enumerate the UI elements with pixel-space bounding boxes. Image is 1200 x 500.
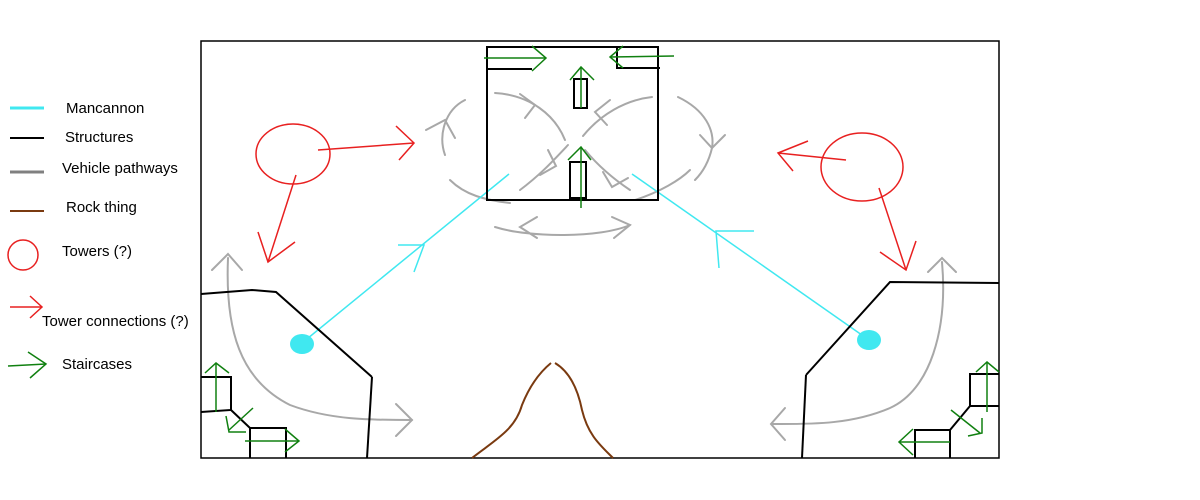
staircases — [204, 45, 1000, 456]
structure-mid-pillar — [569, 161, 587, 199]
mancannon-left-pad — [290, 334, 314, 354]
pathway-left-loop — [226, 257, 413, 421]
pathway-left-arrow-top — [211, 252, 243, 271]
pathway-left-arrow-bottom — [395, 403, 414, 437]
legend-label-rock-thing: Rock thing — [66, 199, 137, 216]
legend-swatch-staircase — [7, 351, 48, 379]
mancannon-left-arrow — [398, 244, 426, 273]
legend: Mancannon Structures Vehicle pathways Ro… — [0, 0, 200, 500]
staircase-top-center-head — [569, 65, 595, 81]
map-boundary — [200, 40, 1000, 459]
pathway-top-right-outer-arrow — [699, 134, 726, 150]
tower-connection-right-down — [878, 187, 907, 271]
legend-label-tower-connections: Tower connections (?) — [42, 313, 189, 330]
vehicle-pathways — [211, 92, 957, 441]
mancannons — [301, 173, 870, 344]
pathway-top-right-outer — [677, 96, 714, 181]
structure-left-building — [200, 288, 373, 378]
staircase-bl-2 — [228, 407, 254, 431]
staircase-top-right — [609, 55, 675, 58]
staircase-bl-2-head — [225, 415, 246, 433]
structure-central-base — [486, 46, 659, 201]
legend-label-staircases: Staircases — [62, 356, 133, 373]
tower-left — [255, 123, 331, 185]
mancannon-right-path — [631, 173, 870, 341]
mancannon-right-pad — [857, 330, 881, 350]
tower-connection-right-to-base-head — [776, 140, 809, 172]
tower-connection-left-to-base — [317, 142, 415, 151]
rock-thing — [471, 362, 614, 459]
pathway-center-arc-arrow-right — [611, 216, 632, 239]
tower-connection-right-to-base — [777, 152, 847, 161]
tower-connection-right-down-head — [879, 240, 917, 272]
legend-symbols — [7, 106, 48, 379]
pathway-center-arc-arrow-left — [518, 216, 538, 239]
legend-label-vehicle-pathways: Vehicle pathways — [62, 160, 178, 177]
structure-top-right-ledge — [616, 48, 660, 69]
pathway-center-arc — [494, 224, 631, 236]
structure-left-corner-b — [230, 409, 287, 458]
mancannon-right-arrow — [715, 230, 754, 269]
legend-swatch-tower-connection — [10, 295, 44, 319]
structure-right-corner-b — [914, 405, 971, 458]
pathway-right-arrow-bottom — [769, 407, 786, 441]
tower-connections — [257, 125, 917, 272]
pathway-right-mid-arrow — [602, 171, 629, 189]
legend-label-structures: Structures — [65, 129, 134, 146]
structure-right-corner-a — [969, 373, 999, 407]
structure-right-wall — [801, 374, 807, 459]
tower-connection-left-down — [267, 174, 297, 263]
staircase-top-left-head — [531, 45, 548, 72]
pathway-top-left-inner — [494, 92, 566, 141]
structure-left-wall — [366, 376, 373, 459]
staircase-br-1-head — [975, 361, 1000, 373]
legend-label-mancannon: Mancannon — [66, 100, 145, 117]
legend-swatch-tower — [7, 239, 39, 271]
staircase-br-3-head — [897, 428, 914, 456]
staircase-top-right-head — [608, 45, 624, 69]
pathway-top-right-inner-arrow — [593, 99, 611, 126]
pathway-right-mid — [584, 149, 631, 191]
pathway-top-right-inner — [582, 96, 653, 137]
staircase-br-2 — [950, 409, 981, 434]
legend-label-towers: Towers (?) — [62, 243, 133, 260]
pathway-left-curve — [449, 179, 511, 204]
staircase-bl-3-head — [284, 428, 301, 453]
tower-right — [820, 132, 904, 202]
mancannon-left-path — [301, 173, 510, 344]
staircase-mid-center-head — [567, 145, 592, 161]
pathway-right-arrow-top — [927, 256, 957, 273]
tower-connection-left-down-head — [257, 231, 296, 264]
pathway-top-left-inner-arrow — [519, 93, 537, 119]
pathway-right-loop — [772, 261, 945, 426]
pathway-top-left-outer-arrow — [425, 118, 456, 139]
tower-connection-left-to-base-head — [395, 125, 416, 161]
pathway-left-mid — [519, 144, 569, 191]
staircase-br-2-head — [967, 418, 983, 437]
pathway-top-left-outer — [441, 99, 466, 156]
structure-right-building — [805, 280, 1000, 376]
pathway-right-curve — [634, 169, 691, 201]
staircase-bl-1-head — [204, 362, 230, 374]
pathway-left-mid-arrow — [539, 149, 558, 176]
